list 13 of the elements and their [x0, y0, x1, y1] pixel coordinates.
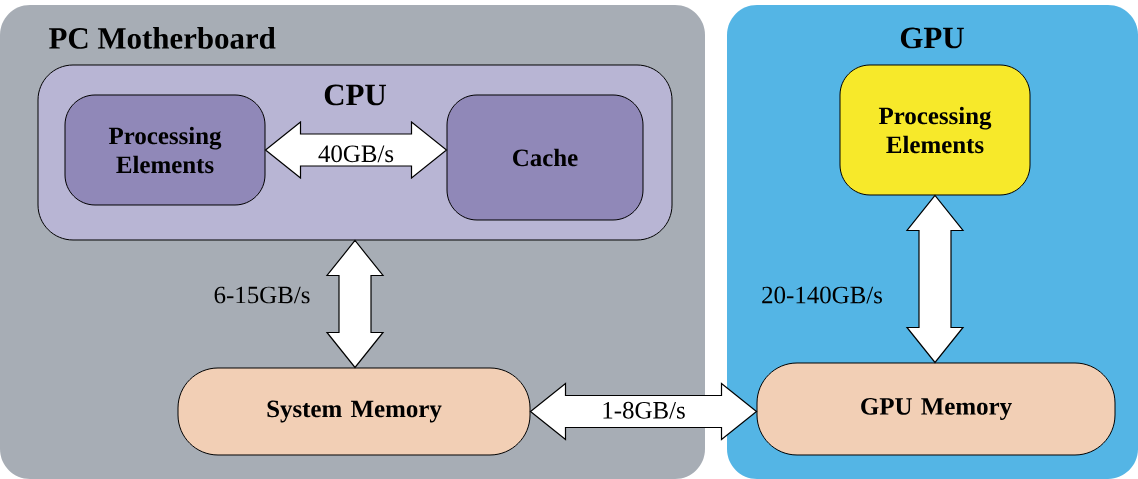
edge-label: 40GB/s [318, 145, 394, 163]
rounded-box: Processing Elements [64, 94, 266, 206]
edge-label: 6-15GB/s [214, 286, 310, 304]
rounded-box: Cache [446, 94, 644, 221]
edge-label: 1-8GB/s [603, 401, 685, 419]
rounded-box: GPU Memory [756, 362, 1116, 456]
rounded-box: System Memory [177, 367, 531, 456]
double-arrow [905, 194, 965, 364]
double-arrow [325, 239, 385, 369]
double-arrow [264, 120, 448, 180]
rounded-box: Processing Elements [839, 64, 1031, 196]
double-arrow [529, 382, 758, 441]
edge-label: 20-140GB/s [762, 286, 882, 304]
